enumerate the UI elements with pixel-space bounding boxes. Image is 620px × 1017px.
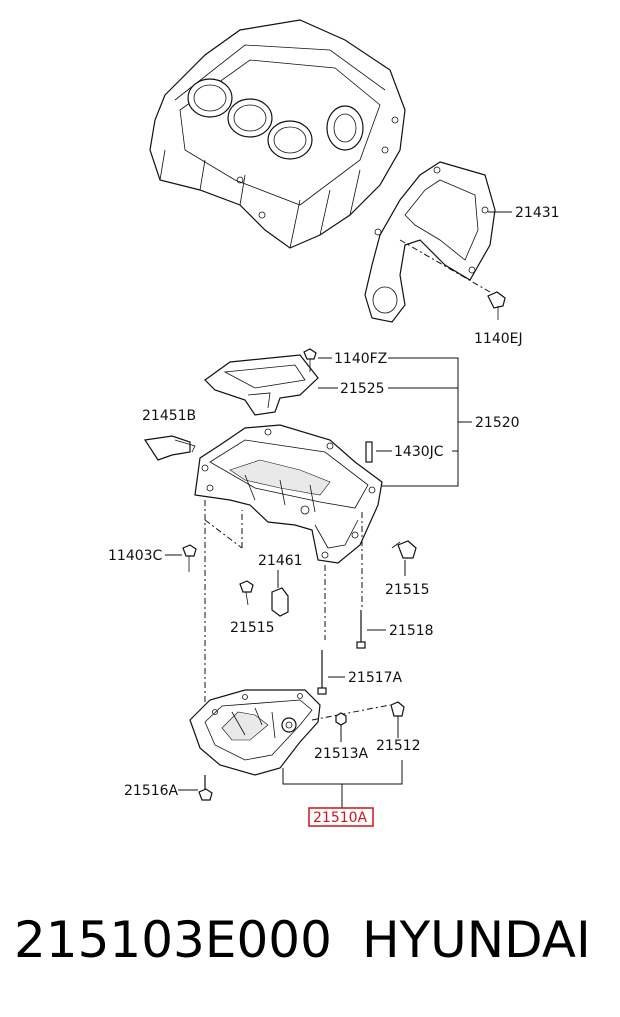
- engine-block-drawing: [149, 19, 406, 249]
- callout-21516A: 21516A: [124, 783, 179, 799]
- callout-21515-right: 21515: [385, 582, 430, 598]
- callout-11403C: 11403C: [108, 548, 163, 564]
- bolt-21517a-drawing: [317, 650, 327, 695]
- callout-21520: 21520: [475, 415, 520, 431]
- bolt-21516a-drawing: [198, 775, 213, 801]
- rear-plate-drawing: [364, 161, 496, 323]
- callout-21513A: 21513A: [314, 746, 369, 762]
- bolt-1140ej-drawing: [487, 291, 506, 320]
- bolt-11403c-drawing: [182, 544, 197, 572]
- callout-21451B: 21451B: [142, 408, 196, 424]
- highlight-box-21510A: [308, 807, 374, 827]
- callout-1140FZ: 1140FZ: [334, 351, 387, 367]
- callout-21517A: 21517A: [348, 670, 403, 686]
- parts-diagram: 21431 1140EJ 1140FZ 21525 21520 21451B 1…: [108, 19, 560, 827]
- brand-name: HYUNDAI: [362, 911, 591, 969]
- callout-21512: 21512: [376, 738, 421, 754]
- callout-21431: 21431: [515, 205, 560, 221]
- part-21461-drawing: [271, 587, 289, 617]
- bolt-1140fz-drawing: [303, 348, 317, 372]
- plug-21513a-drawing: [335, 712, 347, 726]
- callout-21510A: 21510A: [313, 810, 368, 826]
- callout-21525: 21525: [340, 381, 385, 397]
- upper-oil-pan-drawing: [194, 424, 383, 564]
- lower-oil-pan-drawing: [189, 689, 321, 776]
- callout-21515-left: 21515: [230, 620, 275, 636]
- dowel-1430jc-drawing: [365, 441, 373, 463]
- drain-plug-21512-drawing: [390, 701, 405, 717]
- bolt-21518-drawing: [356, 610, 366, 649]
- footer: 215103E000 HYUNDAI: [0, 895, 620, 985]
- part-number: 215103E000: [14, 911, 332, 969]
- callout-1140EJ: 1140EJ: [474, 331, 523, 347]
- oil-strainer-drawing: [143, 435, 196, 461]
- callout-21461: 21461: [258, 553, 303, 569]
- baffle-plate-drawing: [204, 354, 319, 416]
- callout-21518: 21518: [389, 623, 434, 639]
- bolt-21515-left-drawing: [239, 580, 254, 606]
- bolt-21515-right-drawing: [391, 540, 417, 559]
- callout-1430JC: 1430JC: [394, 444, 444, 460]
